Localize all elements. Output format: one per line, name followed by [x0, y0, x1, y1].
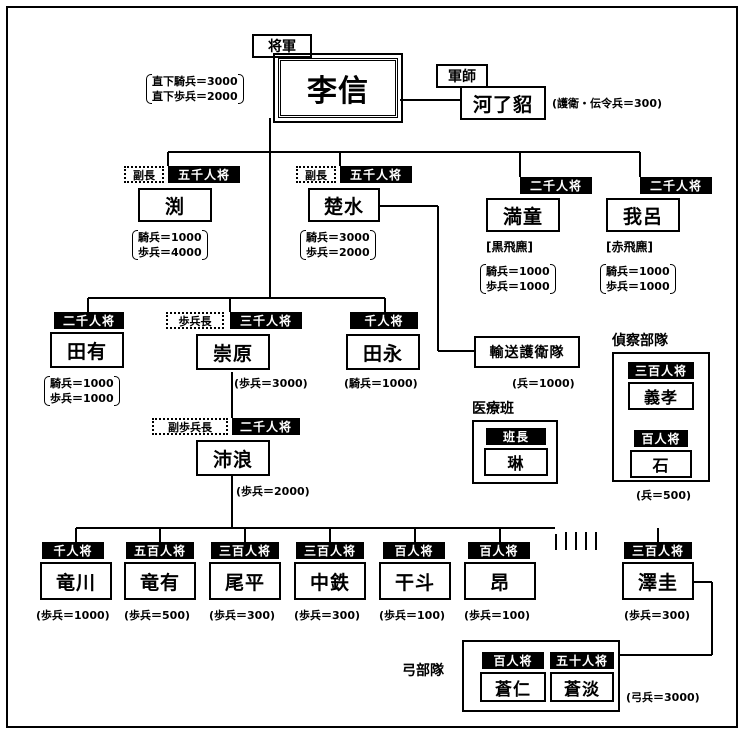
en-role: 副長 [124, 166, 164, 183]
bihei-name: 尾平 [209, 562, 281, 600]
advisor-troops: (護衛・伝令兵＝300) [552, 97, 663, 110]
en-rank: 五千人将 [168, 166, 240, 183]
convoy-troops: (兵＝1000) [512, 377, 575, 390]
scout-1-rank: 三百人将 [628, 362, 694, 379]
ryusen-name: 竜川 [40, 562, 112, 600]
takukei-name: 澤圭 [622, 562, 694, 600]
archer-2-rank: 五十人将 [550, 652, 614, 669]
scouts-troops: (兵＝500) [636, 489, 692, 502]
sosui-role: 副長 [296, 166, 336, 183]
diagram-frame [6, 6, 738, 728]
scout-2-name: 石 [630, 450, 692, 478]
scout-1-name: 義孝 [628, 382, 694, 410]
ryusen-troops: (歩兵＝1000) [36, 609, 110, 622]
medical-rank: 班長 [486, 428, 546, 445]
en-troops-line-2: 歩兵＝4000 [138, 246, 202, 259]
garo-name: 我呂 [606, 198, 680, 232]
en-name: 渕 [138, 188, 212, 222]
hairo-rank: 二千人将 [232, 418, 300, 435]
medical-name: 琳 [484, 448, 548, 476]
archers-troops: (弓兵＝3000) [626, 691, 700, 704]
denei-troops: (騎兵＝1000) [344, 377, 418, 390]
garo-unit: [赤飛麃] [606, 240, 653, 254]
sosui-name: 楚水 [308, 188, 380, 222]
hairo-name: 沛浪 [196, 440, 270, 476]
sosui-troops-line-1: 騎兵＝3000 [306, 231, 370, 244]
bihei-troops: (歩兵＝300) [209, 609, 276, 622]
kanto-rank: 百人将 [383, 542, 445, 559]
sugen-role: 歩兵長 [166, 312, 224, 329]
en-troops-line-1: 騎兵＝1000 [138, 231, 202, 244]
denei-rank: 千人将 [350, 312, 418, 329]
sosui-troops: 騎兵＝3000 歩兵＝2000 [300, 230, 376, 260]
mando-name: 満童 [486, 198, 560, 232]
denei-name: 田永 [346, 334, 420, 370]
sugen-troops: (歩兵＝3000) [234, 377, 308, 390]
advisor-rank-label: 軍師 [436, 64, 488, 88]
garo-troops-line-1: 騎兵＝1000 [606, 265, 670, 278]
mando-troops-line-2: 歩兵＝1000 [486, 280, 550, 293]
takukei-rank: 三百人将 [624, 542, 692, 559]
general-troops: 直下騎兵＝3000 直下歩兵＝2000 [146, 74, 244, 104]
archers-label: 弓部隊 [402, 663, 444, 679]
denyu-name: 田有 [50, 332, 124, 368]
ryuyu-troops: (歩兵＝500) [124, 609, 191, 622]
en-troops: 騎兵＝1000 歩兵＝4000 [132, 230, 208, 260]
sugen-name: 崇原 [196, 334, 270, 370]
sugen-rank: 三千人将 [230, 312, 302, 329]
general-rank-label: 将軍 [252, 34, 312, 58]
ryuyu-rank: 五百人将 [126, 542, 194, 559]
convoy-name: 輸送護衛隊 [474, 336, 580, 368]
mando-unit: [黒飛麃] [486, 240, 533, 254]
denyu-troops-line-2: 歩兵＝1000 [50, 392, 114, 405]
medical-label: 医療班 [472, 401, 514, 417]
general-troops-line-1: 直下騎兵＝3000 [152, 75, 238, 88]
denyu-troops: 騎兵＝1000 歩兵＝1000 [44, 376, 120, 406]
archer-1-name: 蒼仁 [480, 672, 546, 702]
takukei-troops: (歩兵＝300) [624, 609, 691, 622]
denyu-troops-line-1: 騎兵＝1000 [50, 377, 114, 390]
garo-rank: 二千人将 [640, 177, 712, 194]
hairo-role: 副歩兵長 [152, 418, 228, 435]
kanto-troops: (歩兵＝100) [379, 609, 446, 622]
bihei-rank: 三百人将 [211, 542, 279, 559]
mando-troops: 騎兵＝1000 歩兵＝1000 [480, 264, 556, 294]
chutetsu-name: 中鉄 [294, 562, 366, 600]
chutetsu-rank: 三百人将 [296, 542, 364, 559]
general-name: 李信 [273, 53, 403, 123]
mando-rank: 二千人将 [520, 177, 592, 194]
mando-troops-line-1: 騎兵＝1000 [486, 265, 550, 278]
archer-1-rank: 百人将 [482, 652, 544, 669]
sosui-rank: 五千人将 [340, 166, 412, 183]
ko-name: 昂 [464, 562, 536, 600]
hairo-troops: (歩兵＝2000) [236, 485, 310, 498]
scout-2-rank: 百人将 [634, 430, 688, 447]
ko-rank: 百人将 [468, 542, 530, 559]
scouts-label: 偵察部隊 [612, 333, 668, 349]
kanto-name: 干斗 [379, 562, 451, 600]
sosui-troops-line-2: 歩兵＝2000 [306, 246, 370, 259]
general-troops-line-2: 直下歩兵＝2000 [152, 90, 238, 103]
ko-troops: (歩兵＝100) [464, 609, 531, 622]
ryuyu-name: 竜有 [124, 562, 196, 600]
garo-troops-line-2: 歩兵＝1000 [606, 280, 670, 293]
archer-2-name: 蒼淡 [550, 672, 614, 702]
ryusen-rank: 千人将 [42, 542, 104, 559]
advisor-name: 河了貂 [460, 86, 546, 120]
garo-troops: 騎兵＝1000 歩兵＝1000 [600, 264, 676, 294]
denyu-rank: 二千人将 [54, 312, 124, 329]
chutetsu-troops: (歩兵＝300) [294, 609, 361, 622]
